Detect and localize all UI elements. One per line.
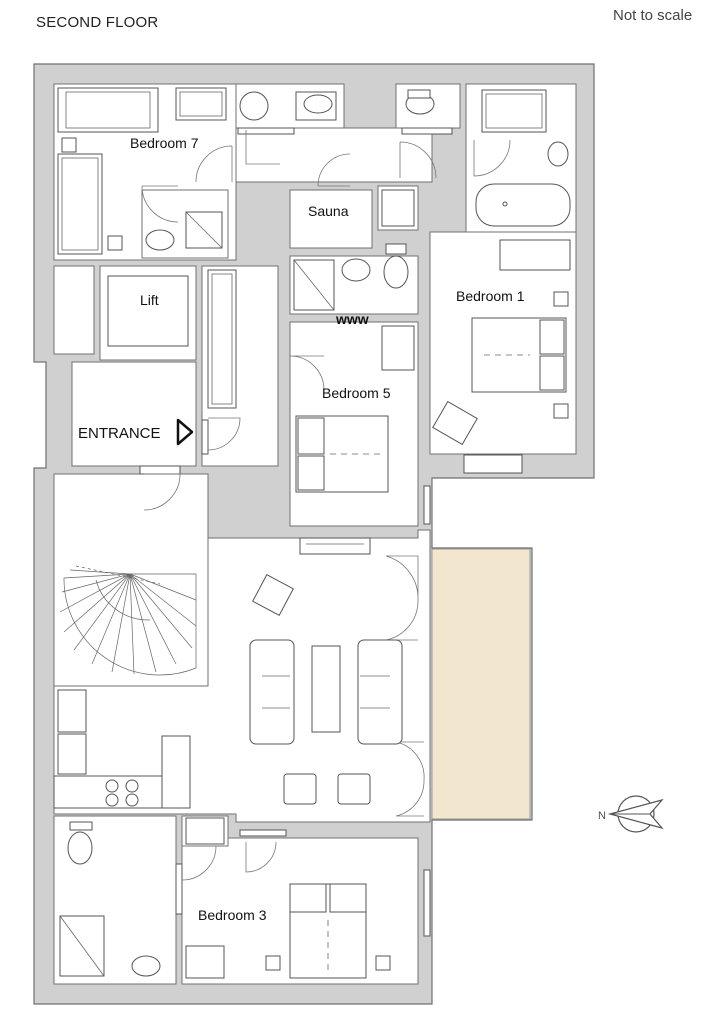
north-letter: N (598, 810, 606, 822)
wc-top-center-fixtures (239, 91, 337, 121)
living-room (53, 529, 431, 823)
label-bedroom-7: Bedroom 7 (130, 135, 199, 151)
bedroom-1-furniture (432, 239, 571, 446)
corridor-upper (235, 127, 433, 183)
lift-fixtures (107, 269, 237, 409)
label-sauna: Sauna (308, 203, 349, 219)
sauna-fixtures (293, 189, 415, 311)
label-bedroom-5: Bedroom 5 (322, 385, 391, 401)
label-lift: Lift (140, 292, 159, 308)
label-bedroom-1: Bedroom 1 (456, 288, 525, 304)
entrance-arrow-icon (176, 418, 194, 446)
storage-left (53, 265, 95, 355)
spiral-staircase (59, 565, 197, 676)
bathroom-7-fixtures (145, 211, 223, 251)
wc-top-right-fixtures (405, 89, 435, 115)
entrance-hall (71, 361, 197, 467)
bedroom-7-furniture (57, 87, 227, 255)
label-www: www (335, 311, 369, 327)
bathroom-3-fixtures (59, 821, 161, 977)
sauna-room (289, 189, 373, 249)
north-arrow-icon: N (598, 795, 664, 833)
living-furniture (249, 574, 403, 805)
scale-note: Not to scale (613, 7, 693, 24)
balcony (431, 548, 531, 820)
label-bedroom-3: Bedroom 3 (198, 907, 267, 923)
kitchen-fixtures (53, 689, 191, 809)
doors (141, 130, 511, 881)
floor-title: SECOND FLOOR (36, 14, 159, 31)
bathroom-1-fixtures (475, 89, 571, 227)
label-entrance: ENTRANCE (78, 425, 161, 442)
bedroom-5-furniture (295, 325, 415, 493)
windows (139, 127, 523, 937)
bedroom-3-furniture (185, 817, 391, 979)
staircase-room (53, 473, 209, 687)
